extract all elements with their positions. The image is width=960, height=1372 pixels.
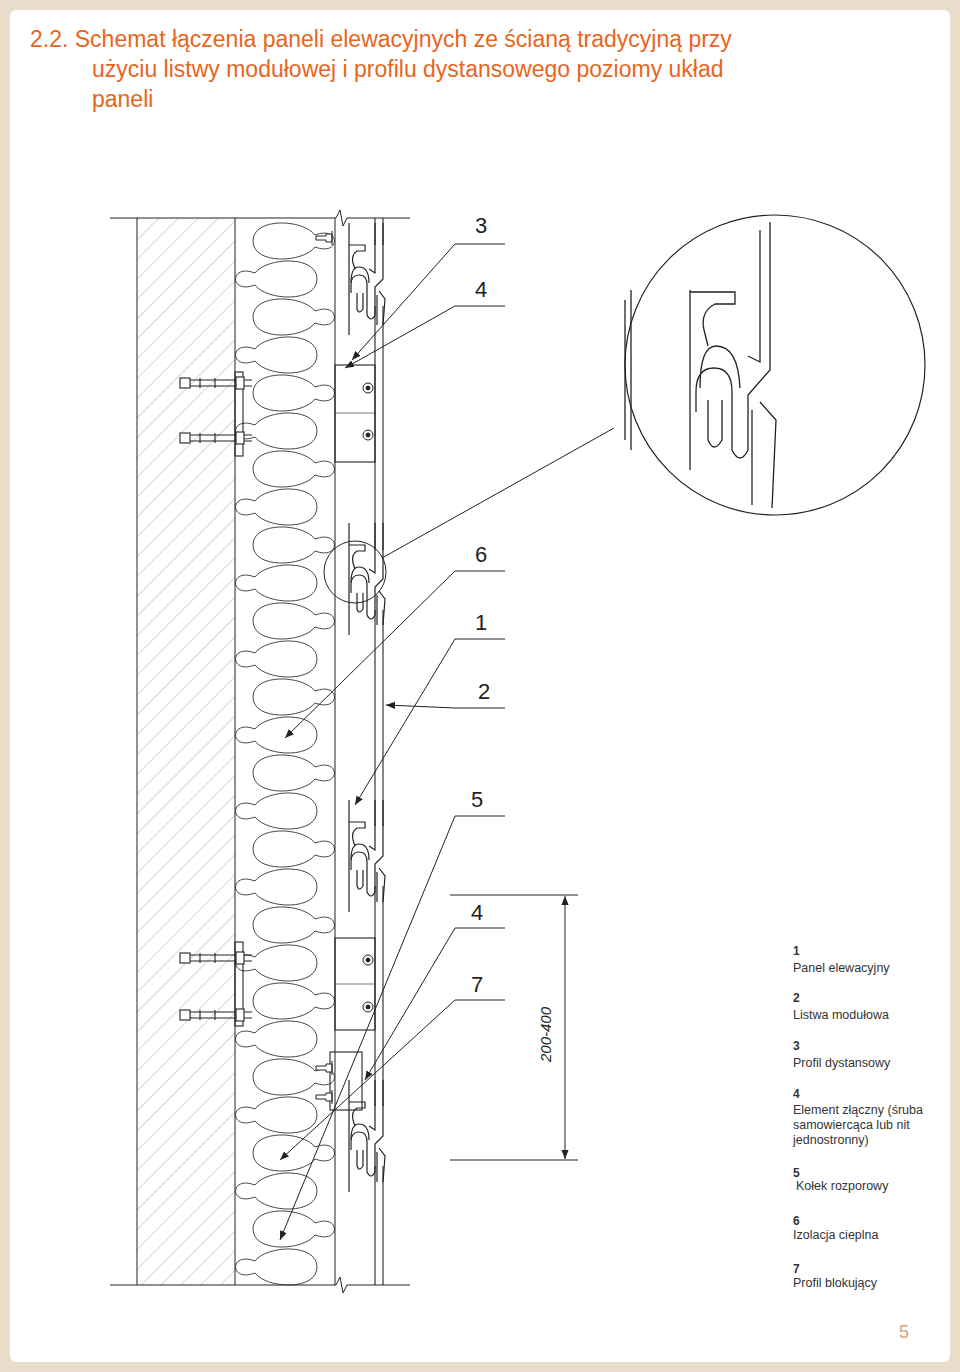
insulation-loop bbox=[236, 1021, 318, 1057]
page-title: 2.2. Schemat łączenia paneli elewacyjnyc… bbox=[30, 24, 782, 114]
dimension-text: 200-400 bbox=[538, 1007, 554, 1062]
legend-text: Panel elewacyjny bbox=[793, 961, 890, 976]
insulation-loop bbox=[253, 755, 335, 791]
legend-number: 3 bbox=[793, 1039, 800, 1053]
insulation-loop bbox=[236, 565, 318, 601]
insulation-loop bbox=[236, 717, 318, 753]
legend-number: 2 bbox=[793, 991, 800, 1005]
insulation-loop bbox=[236, 1173, 318, 1209]
insulation-loop bbox=[236, 793, 318, 829]
insulation-loop bbox=[253, 1135, 335, 1171]
legend-number: 7 bbox=[793, 1262, 800, 1276]
insulation-loop bbox=[253, 1059, 335, 1095]
insulation-loop bbox=[236, 945, 318, 981]
legend-text: Listwa modułowa bbox=[793, 1008, 889, 1023]
insulation-loop bbox=[253, 1211, 335, 1247]
page-number: 5 bbox=[899, 1322, 909, 1342]
insulation-loop bbox=[253, 451, 335, 487]
insulation-loop bbox=[253, 983, 335, 1019]
insulation-loop bbox=[236, 337, 318, 373]
insulation-loop bbox=[253, 603, 335, 639]
legend-number: 6 bbox=[793, 1214, 800, 1228]
legend-text: Profil blokujący bbox=[793, 1276, 877, 1291]
insulation-loop bbox=[236, 489, 318, 525]
insulation-loop bbox=[253, 679, 335, 715]
insulation-loop bbox=[236, 1249, 318, 1285]
insulation-loop bbox=[253, 299, 335, 335]
callout-number: 3 bbox=[473, 214, 489, 238]
callout-number: 4 bbox=[469, 901, 485, 925]
insulation-loop bbox=[253, 223, 335, 259]
insulation-loop bbox=[236, 1097, 318, 1133]
callout-number: 1 bbox=[473, 611, 489, 635]
insulation-loop bbox=[236, 413, 318, 449]
legend-number: 5 bbox=[793, 1166, 800, 1180]
callout-number: 4 bbox=[473, 278, 489, 302]
callout-number: 6 bbox=[473, 543, 489, 567]
insulation-loop bbox=[253, 831, 335, 867]
legend-text: Kołek rozporowy bbox=[796, 1179, 888, 1194]
insulation-loop bbox=[236, 869, 318, 905]
insulation-loop bbox=[236, 261, 318, 297]
legend-text: Profil dystansowy bbox=[793, 1056, 890, 1071]
callout-number: 5 bbox=[469, 788, 485, 812]
legend-text: Izolacja cieplna bbox=[793, 1228, 878, 1243]
legend-number: 4 bbox=[793, 1087, 800, 1101]
legend-number: 1 bbox=[793, 944, 800, 958]
insulation-loop bbox=[236, 641, 318, 677]
legend-text: Element złączny (śruba samowiercąca lub … bbox=[793, 1103, 933, 1148]
insulation-loop bbox=[253, 375, 335, 411]
insulation-loop bbox=[253, 907, 335, 943]
insulation-loop bbox=[253, 527, 335, 563]
callout-number: 2 bbox=[476, 680, 492, 704]
callout-number: 7 bbox=[469, 973, 485, 997]
